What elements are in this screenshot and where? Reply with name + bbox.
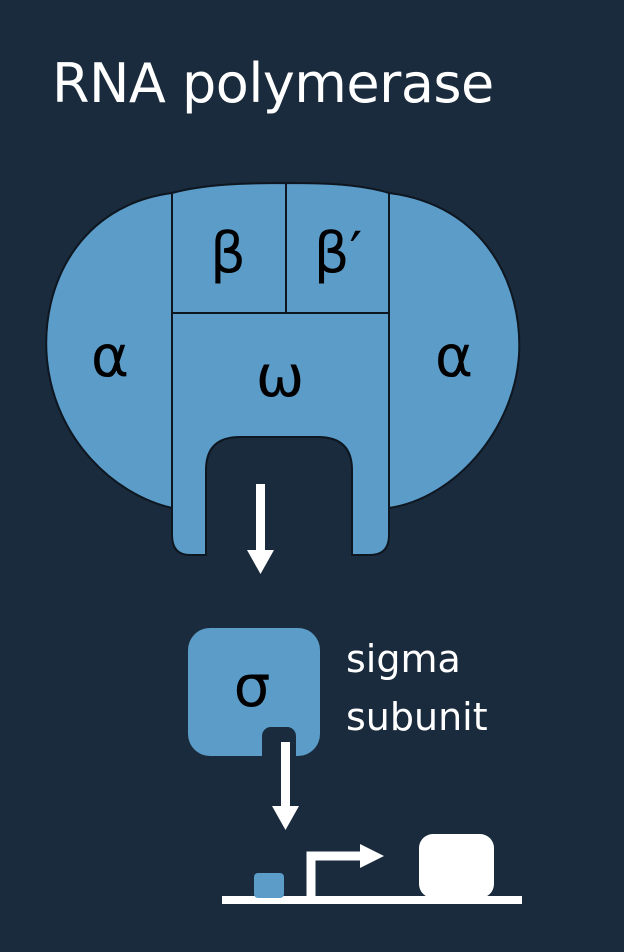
down-arrow-icon [247,484,274,574]
gene-box [419,834,494,898]
alpha-left-label: α [91,322,129,390]
sigma-caption-line1: sigma [346,637,461,681]
beta-label: β [210,221,246,286]
sigma-label: σ [234,652,271,720]
beta-prime-label: β′ [314,221,362,286]
core-enzyme: α α β β′ ω [45,181,521,556]
page-title: RNA polymerase [52,52,494,115]
alpha-right-subunit [388,191,521,510]
transcription-start-arrow [306,851,362,897]
sigma-notch [262,727,296,765]
sigma-caption-line2: subunit [346,695,488,739]
gene-promoter-icon [222,834,522,904]
omega-subunit [171,312,390,556]
beta-prime-subunit [285,181,390,314]
promoter-box [254,873,284,898]
alpha-left-subunit [45,191,173,510]
down-arrow-icon [272,742,299,830]
omega-label: ω [256,342,305,410]
alpha-right-label: α [435,322,473,390]
sigma-subunit: σ [188,628,320,765]
